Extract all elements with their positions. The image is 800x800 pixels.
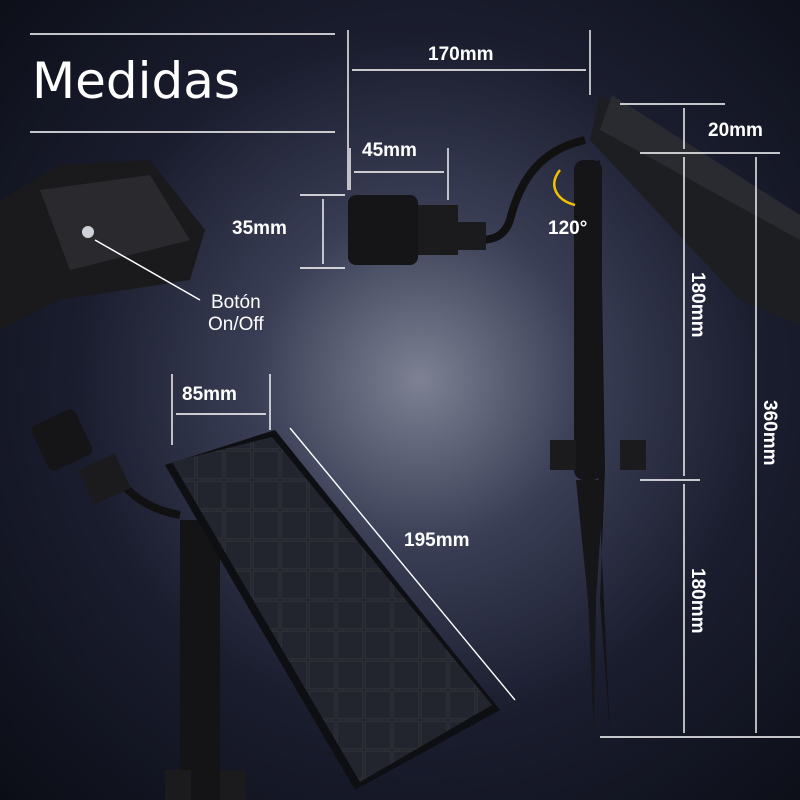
- dimension-lamp-diameter: 35mm: [232, 218, 287, 239]
- rotation-arrow-icon: [553, 169, 576, 207]
- dimension-panel-length: 195mm: [404, 530, 470, 551]
- button-label: Botón On/Off: [208, 292, 264, 336]
- dimension-lines: [171, 30, 800, 738]
- dimension-total-height: 360mm: [759, 400, 780, 466]
- button-pointer: [94, 239, 201, 301]
- button-label-line1: Botón: [210, 292, 261, 313]
- dimension-lamp-length: 45mm: [362, 140, 417, 161]
- power-button-icon: [82, 226, 94, 238]
- dimension-panel-width: 85mm: [182, 384, 237, 405]
- panel-product-image: [31, 409, 500, 800]
- dimension-upper-stake: 180mm: [687, 272, 708, 338]
- dimension-panel-thickness: 20mm: [708, 120, 763, 141]
- dimension-top-width: 170mm: [428, 44, 494, 65]
- button-label-line2: On/Off: [208, 314, 264, 335]
- dimension-angle: 120°: [548, 218, 588, 239]
- page-title: Medidas: [32, 52, 240, 110]
- dimension-lower-stake: 180mm: [687, 568, 708, 634]
